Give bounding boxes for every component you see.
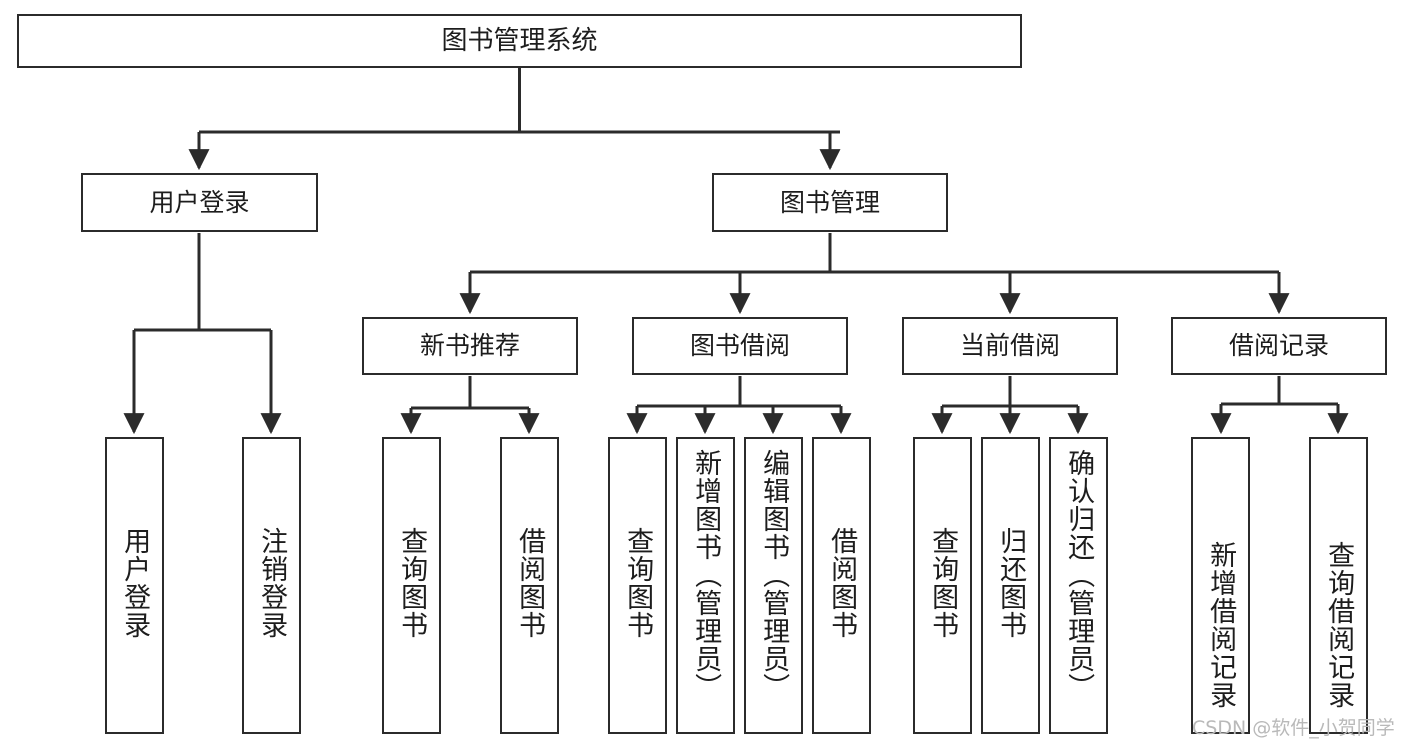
node-label: 借阅记录	[1228, 331, 1329, 361]
node-label: 图书借阅	[689, 331, 790, 361]
node-leaf-query-borrow-record[interactable]: 查询借阅记录	[1309, 437, 1368, 734]
node-label: 归还图书	[995, 527, 1027, 639]
node-label: 新增图书（管理员）	[690, 449, 722, 701]
node-label: 注销登录	[256, 527, 288, 639]
node-book-borrow[interactable]: 图书借阅	[632, 317, 848, 375]
node-leaf-user-login[interactable]: 用户登录	[105, 437, 164, 734]
node-label: 编辑图书（管理员）	[758, 449, 790, 701]
node-book-management[interactable]: 图书管理	[712, 173, 948, 232]
node-label: 查询图书	[927, 527, 959, 639]
node-label: 图书管理	[779, 187, 880, 217]
node-label: 当前借阅	[959, 331, 1060, 361]
node-leaf-add-book-admin[interactable]: 新增图书（管理员）	[676, 437, 735, 734]
node-leaf-borrow-book-newbook[interactable]: 借阅图书	[500, 437, 559, 734]
node-user-login[interactable]: 用户登录	[81, 173, 318, 232]
node-leaf-borrow-book[interactable]: 借阅图书	[812, 437, 871, 734]
node-label: 新增借阅记录	[1205, 541, 1237, 709]
node-current-borrow[interactable]: 当前借阅	[902, 317, 1118, 375]
node-leaf-query-book-newbook[interactable]: 查询图书	[382, 437, 441, 734]
node-label: 查询图书	[622, 527, 654, 639]
node-new-book-recommend[interactable]: 新书推荐	[362, 317, 578, 375]
node-leaf-confirm-return-admin[interactable]: 确认归还（管理员）	[1049, 437, 1108, 734]
node-label: 借阅图书	[826, 527, 858, 639]
node-label: 用户登录	[149, 187, 250, 217]
node-label: 查询图书	[396, 527, 428, 639]
node-label: 借阅图书	[514, 527, 546, 639]
node-leaf-edit-book-admin[interactable]: 编辑图书（管理员）	[744, 437, 803, 734]
node-label: 图书管理系统	[441, 25, 598, 56]
node-label: 确认归还（管理员）	[1063, 449, 1095, 701]
node-leaf-query-book-borrow[interactable]: 查询图书	[608, 437, 667, 734]
node-root-system[interactable]: 图书管理系统	[17, 14, 1022, 68]
node-leaf-return-book[interactable]: 归还图书	[981, 437, 1040, 734]
node-label: 用户登录	[119, 527, 151, 639]
node-leaf-add-borrow-record[interactable]: 新增借阅记录	[1191, 437, 1250, 734]
node-borrow-records[interactable]: 借阅记录	[1171, 317, 1387, 375]
node-leaf-query-book-current[interactable]: 查询图书	[913, 437, 972, 734]
node-label: 查询借阅记录	[1323, 541, 1355, 709]
node-leaf-logout[interactable]: 注销登录	[242, 437, 301, 734]
node-label: 新书推荐	[419, 331, 520, 361]
csdn-watermark: CSDN @软件_小贺同学	[1192, 717, 1395, 739]
